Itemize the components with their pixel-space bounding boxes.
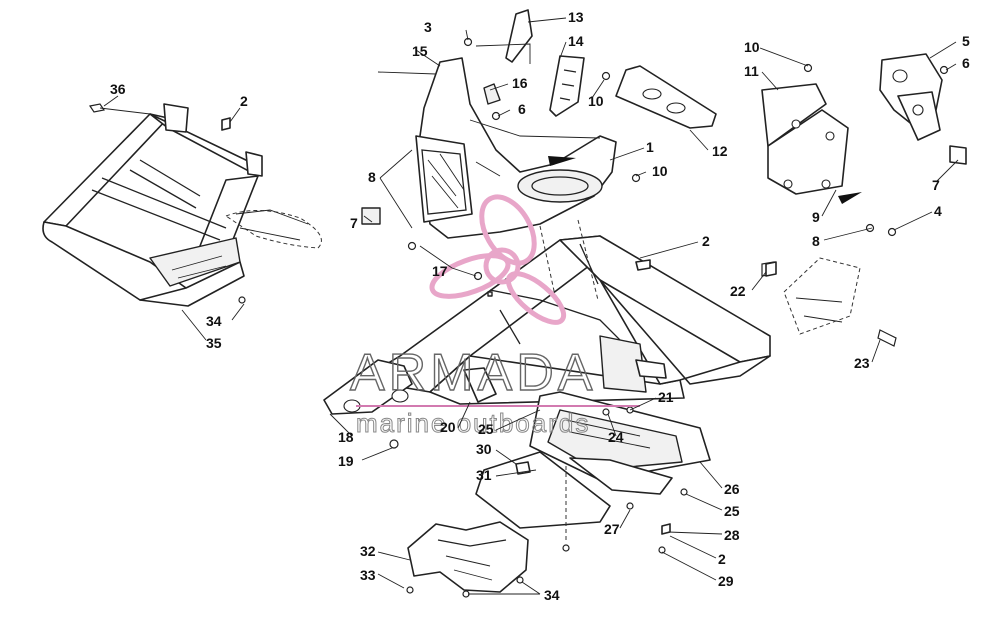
callout-2: 2 [702, 233, 710, 249]
rear-frame-detail [761, 257, 897, 347]
watermark: ARMADA marine outboards [349, 194, 640, 439]
callout-6: 6 [962, 55, 970, 71]
callout-29: 29 [718, 573, 734, 589]
callout-2: 2 [718, 551, 726, 567]
callout-34: 34 [544, 587, 560, 603]
callout-20: 20 [440, 419, 456, 435]
callout-6: 6 [518, 101, 526, 117]
watermark-title: ARMADA [350, 344, 596, 402]
lower-brackets [323, 359, 497, 415]
callout-33: 33 [360, 567, 376, 583]
watermark-subtitle: marine outboards [356, 408, 590, 438]
callout-4: 4 [934, 203, 942, 219]
callout-17: 17 [432, 263, 448, 279]
leader-lines [103, 17, 959, 595]
callout-10: 10 [588, 93, 604, 109]
callout-26: 26 [724, 481, 740, 497]
callout-13: 13 [568, 9, 584, 25]
watermark-logo-icon [429, 194, 567, 325]
callout-3: 3 [424, 19, 432, 35]
front-bumper-assembly [42, 103, 322, 307]
callout-21: 21 [658, 389, 674, 405]
callout-25: 25 [478, 421, 494, 437]
fasteners [89, 37, 949, 598]
callout-9: 9 [812, 209, 820, 225]
callout-7: 7 [932, 177, 940, 193]
callout-31: 31 [476, 467, 492, 483]
callout-12: 12 [712, 143, 728, 159]
callout-19: 19 [338, 453, 354, 469]
callout-36: 36 [110, 81, 126, 97]
callout-27: 27 [604, 521, 620, 537]
callout-10: 10 [744, 39, 760, 55]
callout-24: 24 [608, 429, 624, 445]
callout-22: 22 [730, 283, 746, 299]
front-bulkhead [415, 57, 617, 239]
callout-18: 18 [338, 429, 354, 445]
callout-16: 16 [512, 75, 528, 91]
skid-plates [475, 391, 711, 540]
callout-34: 34 [206, 313, 222, 329]
callout-14: 14 [568, 33, 584, 49]
upper-brackets [475, 9, 585, 117]
callout-25: 25 [724, 503, 740, 519]
callout-30: 30 [476, 441, 492, 457]
callout-8: 8 [812, 233, 820, 249]
control-cover [761, 83, 862, 204]
steering-bracket [879, 53, 967, 165]
callout-labels: 36 2 34 35 3 15 13 14 16 6 10 1 10 12 8 … [110, 9, 970, 603]
callout-5: 5 [962, 33, 970, 49]
callout-28: 28 [724, 527, 740, 543]
callout-11: 11 [744, 63, 759, 79]
callout-8: 8 [368, 169, 376, 185]
callout-2: 2 [240, 93, 248, 109]
callout-35: 35 [206, 335, 222, 351]
callout-32: 32 [360, 543, 376, 559]
callout-1: 1 [646, 139, 654, 155]
callout-7: 7 [350, 215, 358, 231]
callout-10: 10 [652, 163, 668, 179]
callout-15: 15 [412, 43, 428, 59]
mounting-plate [615, 65, 717, 129]
callout-23: 23 [854, 355, 870, 371]
lower-guard [407, 521, 529, 593]
